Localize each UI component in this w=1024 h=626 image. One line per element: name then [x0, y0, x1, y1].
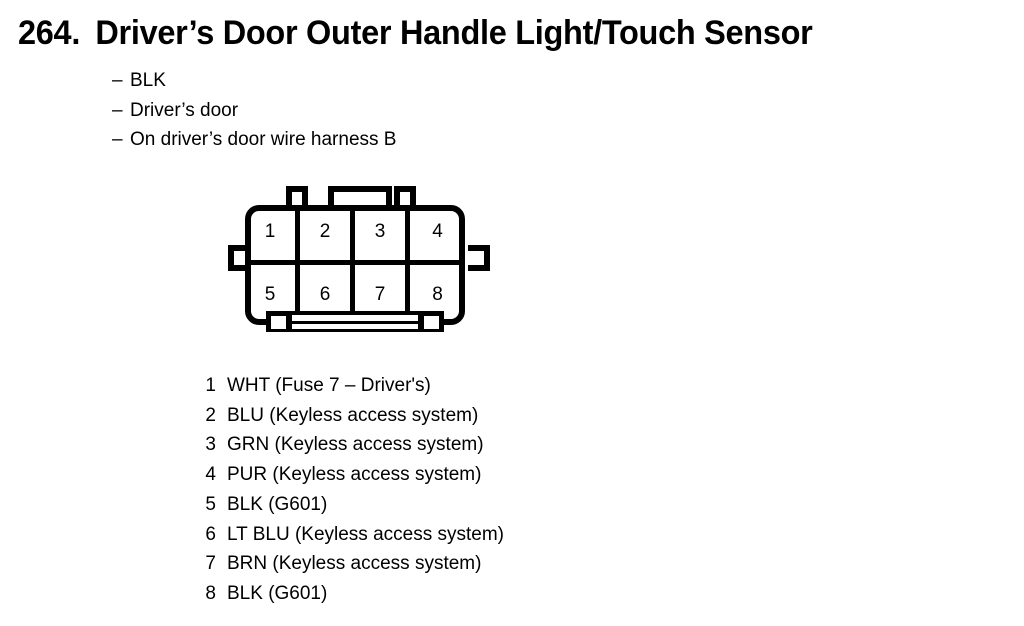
- pin-cell-number: 8: [432, 283, 443, 305]
- pin-legend-description: BRN (Keyless access system): [227, 553, 482, 575]
- pin-legend-description: BLK (G601): [227, 493, 328, 515]
- pin-legend-description: BLK (G601): [227, 582, 328, 604]
- note-text: BLK: [130, 70, 166, 91]
- connector-shell: [245, 205, 465, 325]
- connector-left-latch-tab: [228, 245, 250, 271]
- pin-legend-row: 3 GRN (Keyless access system): [198, 430, 504, 460]
- pin-legend-row: 2 BLU (Keyless access system): [198, 401, 504, 431]
- pin-legend-row: 7 BRN (Keyless access system): [198, 549, 504, 579]
- pin-cell: 4: [410, 205, 465, 265]
- connector-pin-grid: 1 2 3 4 5 6 7 8: [245, 205, 465, 325]
- note-item: –BLK: [112, 66, 396, 96]
- pin-cell: 8: [410, 265, 465, 325]
- pin-legend-description: GRN (Keyless access system): [227, 434, 484, 456]
- page-title-number: 264.: [18, 14, 81, 52]
- pin-cell-number: 6: [319, 283, 331, 305]
- pin-cell: 1: [245, 205, 300, 265]
- pin-legend-number: 3: [205, 434, 216, 456]
- pin-legend-description: LT BLU (Keyless access system): [227, 523, 504, 545]
- pin-legend-number: 2: [205, 404, 216, 426]
- connector-right-latch-tab: [468, 245, 490, 271]
- pin-cell: 6: [300, 265, 355, 325]
- pin-legend-row: 5 BLK (G601): [198, 490, 504, 520]
- pin-legend-description: BLU (Keyless access system): [227, 404, 479, 426]
- pin-legend-number: 1: [205, 375, 216, 396]
- pin-legend-row: 8 BLK (G601): [198, 579, 504, 609]
- pin-legend-number: 6: [205, 523, 216, 545]
- pin-cell-number: 4: [432, 221, 443, 242]
- note-item: –Driver’s door: [112, 96, 396, 126]
- pin-cell: 5: [245, 265, 300, 325]
- page-title: 264. Driver’s Door Outer Handle Light/Tou…: [18, 14, 813, 53]
- pin-cell: 3: [355, 205, 410, 265]
- note-dash: –: [112, 129, 123, 150]
- connector-bottom-slot-divider: [292, 321, 418, 324]
- pin-legend-row: 1 WHT (Fuse 7 – Driver's): [198, 371, 504, 401]
- pin-cell-number: 2: [319, 221, 331, 242]
- pin-legend-description: WHT (Fuse 7 – Driver's): [227, 375, 431, 396]
- pin-cell-number: 5: [264, 283, 276, 305]
- connector-diagram: 1 2 3 4 5 6 7 8: [228, 186, 490, 332]
- pin-legend-description: PUR (Keyless access system): [227, 464, 482, 486]
- pin-cell: 2: [300, 205, 355, 265]
- pin-cell: 7: [355, 265, 410, 325]
- connector-bottom-right-notch: [424, 316, 439, 329]
- pin-cell-number: 7: [374, 283, 386, 305]
- note-dash: –: [112, 99, 123, 121]
- note-text: On driver’s door wire harness B: [130, 129, 397, 150]
- pin-legend-row: 4 PUR (Keyless access system): [198, 460, 504, 490]
- connector-bottom-slot: [292, 315, 418, 329]
- note-text: Driver’s door: [130, 99, 239, 121]
- pin-legend-number: 5: [205, 493, 216, 515]
- page-title-text: Driver’s Door Outer Handle Light/Touch S…: [95, 14, 813, 52]
- pin-legend-number: 7: [205, 553, 216, 575]
- notes-list: –BLK –Driver’s door –On driver’s door wi…: [112, 66, 396, 155]
- note-dash: –: [112, 70, 123, 91]
- note-item: –On driver’s door wire harness B: [112, 125, 396, 155]
- connector-bottom-bar: [266, 311, 444, 332]
- connector-bottom-left-notch: [271, 316, 286, 329]
- pin-cell-number: 3: [374, 221, 386, 242]
- pin-legend-number: 8: [205, 582, 216, 604]
- pin-legend-number: 4: [205, 464, 216, 486]
- pin-cell-number: 1: [264, 221, 276, 242]
- pin-legend-list: 1 WHT (Fuse 7 – Driver's) 2 BLU (Keyless a…: [198, 371, 504, 609]
- pin-legend-row: 6 LT BLU (Keyless access system): [198, 520, 504, 550]
